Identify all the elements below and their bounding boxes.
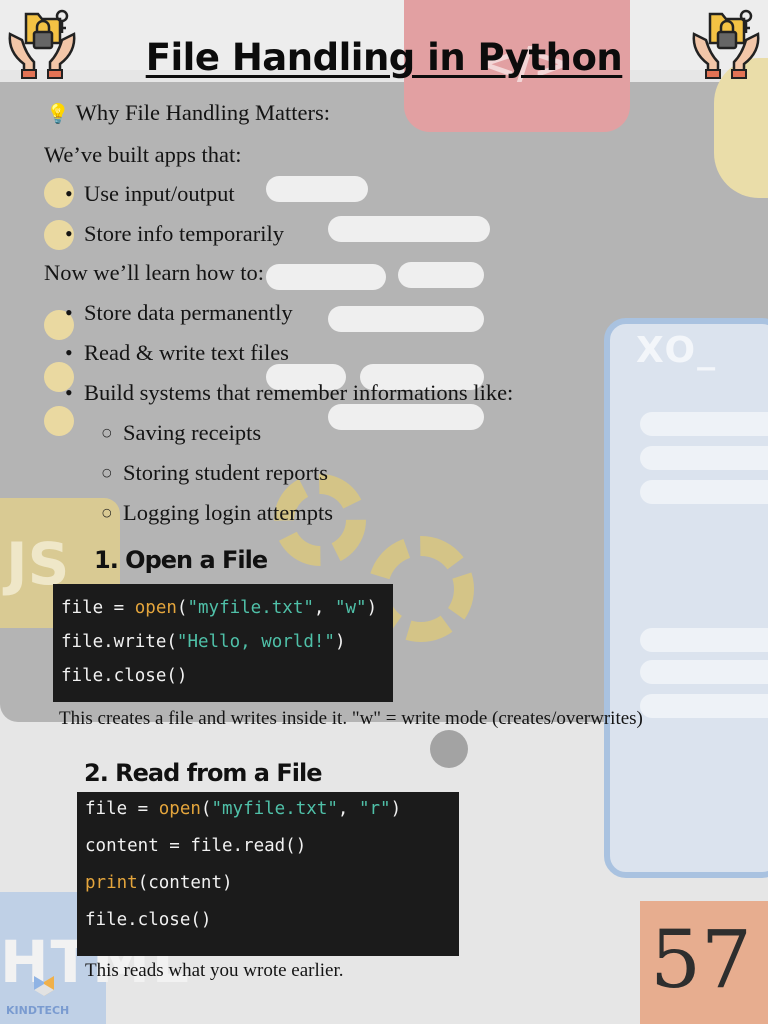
code-token: "myfile.txt" xyxy=(187,598,314,618)
code-line: file = open("myfile.txt", "w") xyxy=(61,598,377,618)
sub-list-item: Logging login attempts xyxy=(102,500,333,526)
code-line: content = file.read() xyxy=(85,836,306,856)
hands-holding-locked-folder-icon xyxy=(692,9,760,79)
list-item: Read & write text files xyxy=(65,340,289,366)
page-title: File Handling in Python xyxy=(145,36,623,79)
page-number-box: 57 xyxy=(640,901,768,1024)
code-line: file.close() xyxy=(85,910,211,930)
code-brackets-icon: </> xyxy=(480,38,570,89)
code-token: file = xyxy=(61,598,135,618)
kindtech-logo-icon xyxy=(34,976,54,996)
code-token: open xyxy=(158,799,201,819)
page-number: 57 xyxy=(650,913,752,1006)
code-token: print xyxy=(85,873,138,893)
background-dot xyxy=(44,406,74,436)
code-block-open-file: file = open("myfile.txt", "w") file.writ… xyxy=(53,584,393,702)
code-block-read-file: file = open("myfile.txt", "r") content =… xyxy=(77,792,459,956)
code-line: print(content) xyxy=(85,873,233,893)
list-item: Store info temporarily xyxy=(65,221,284,247)
code-token: open xyxy=(134,598,177,618)
sub-list-item: Saving receipts xyxy=(102,420,261,446)
list-item: Store data permanently xyxy=(65,300,293,326)
terminal-prompt-icon: XO_ xyxy=(636,330,718,371)
background-window-bar xyxy=(640,480,768,504)
code-token: "myfile.txt" xyxy=(211,799,338,819)
code-token: "w" xyxy=(334,598,367,618)
caption-read-file: This reads what you wrote earlier. xyxy=(85,960,344,981)
background-circle xyxy=(430,730,468,768)
hands-holding-locked-folder-icon xyxy=(8,9,76,79)
background-code-pill xyxy=(266,176,368,202)
background-window-bar xyxy=(640,660,768,684)
intro-heading: 💡Why File Handling Matters: xyxy=(46,100,330,126)
sub-list-item: Storing student reports xyxy=(102,460,328,486)
background-window-bar xyxy=(640,446,768,470)
background-gear-icon xyxy=(714,58,768,198)
code-line: file = open("myfile.txt", "r") xyxy=(85,799,401,819)
code-token: , xyxy=(313,598,335,618)
background-terminal-window xyxy=(604,318,768,878)
code-token: ) xyxy=(390,799,402,819)
list-item: Use input/output xyxy=(65,181,235,207)
code-token: file = xyxy=(85,799,159,819)
learn-intro: Now we’ll learn how to: xyxy=(44,260,264,285)
background-window-bar xyxy=(640,628,768,652)
code-token: ( xyxy=(176,598,188,618)
background-window-bar xyxy=(640,412,768,436)
background-code-pill xyxy=(328,404,484,430)
logo-text: KINDTECH xyxy=(6,1004,70,1017)
code-line: file.write("Hello, world!") xyxy=(61,632,346,652)
built-intro: We’ve built apps that: xyxy=(44,142,242,167)
code-token: file.close() xyxy=(85,910,212,930)
code-token: "Hello, world!" xyxy=(176,632,335,652)
background-code-pill xyxy=(398,262,484,288)
code-token: "r" xyxy=(358,799,391,819)
code-token: content = file.read() xyxy=(85,836,307,856)
caption-open-file: This creates a file and writes inside it… xyxy=(59,708,643,729)
background-code-pill xyxy=(328,306,484,332)
code-token: ( xyxy=(200,799,212,819)
background-window-bar xyxy=(640,694,768,718)
background-top-band xyxy=(0,0,768,70)
code-token: file.write( xyxy=(61,632,177,652)
background-code-pill xyxy=(266,264,386,290)
intro-heading-text: Why File Handling Matters: xyxy=(75,100,331,125)
code-token: ) xyxy=(366,598,378,618)
code-token: , xyxy=(337,799,359,819)
list-item: Build systems that remember informations… xyxy=(65,380,513,406)
code-token: (content) xyxy=(137,873,233,893)
code-token: ) xyxy=(334,632,346,652)
code-line: file.close() xyxy=(61,666,187,686)
code-token: file.close() xyxy=(61,666,188,686)
background-code-pill xyxy=(328,216,490,242)
section-heading-open-file: 1. Open a File xyxy=(94,546,268,574)
lightbulb-icon: 💡 xyxy=(46,103,70,125)
background-code-tab xyxy=(404,0,630,132)
section-heading-read-file: 2. Read from a File xyxy=(84,759,322,787)
